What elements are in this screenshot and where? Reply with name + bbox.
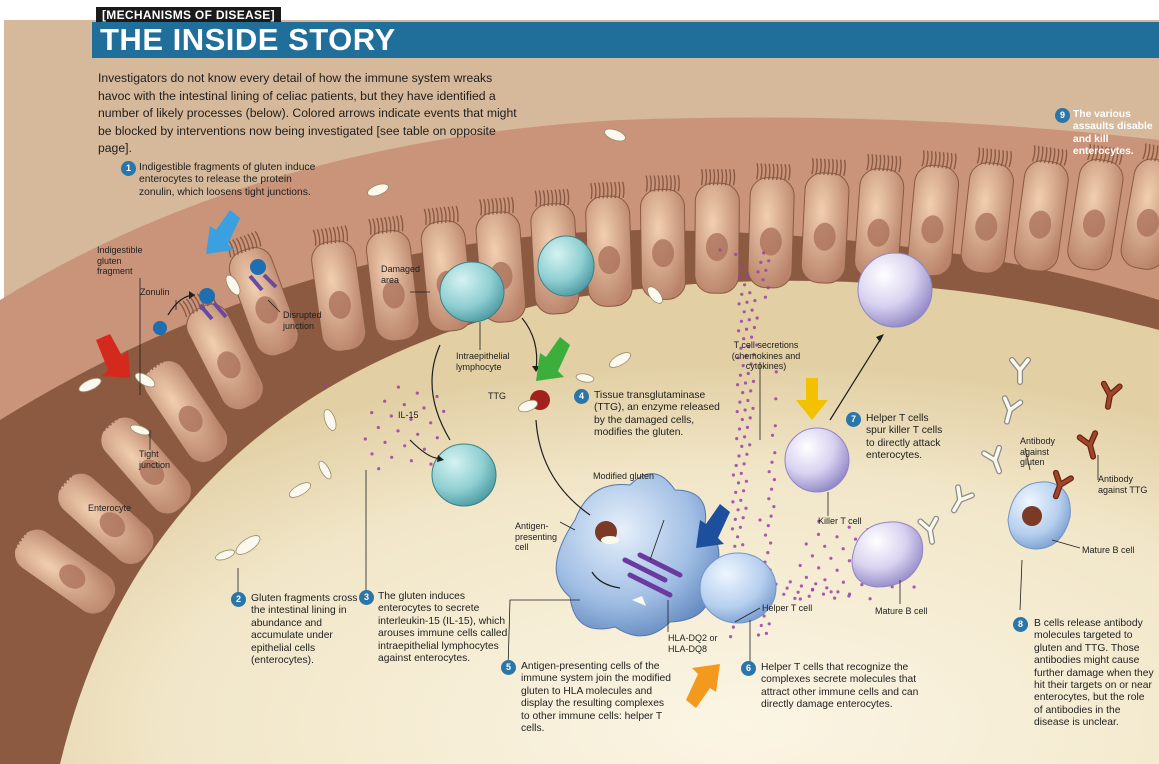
section-kicker: [MECHANISMS OF DISEASE] (96, 7, 281, 23)
label-helper-t-cell: Helper T cell (762, 603, 812, 614)
label-ttg: TTG (488, 391, 506, 402)
intro-paragraph: Investigators do not know every detail o… (98, 70, 528, 158)
step-6-text: Helper T cells that recognize the comple… (761, 662, 936, 712)
label-tight-junction: Tight junction (139, 449, 183, 470)
step-2-text: Gluten fragments cross the intestinal li… (251, 593, 361, 667)
step-3-badge: 3 (359, 590, 374, 605)
step-7-badge: 7 (846, 412, 861, 427)
step-3-text: The gluten induces enterocytes to secret… (378, 591, 508, 665)
step-8-badge: 8 (1013, 617, 1028, 632)
label-killer-t-cell: Killer T cell (818, 516, 862, 527)
label-enterocyte: Enterocyte (88, 503, 131, 514)
label-disrupted-junction: Disrupted junction (283, 310, 343, 331)
step-4-badge: 4 (574, 389, 589, 404)
label-hla: HLA-DQ2 or HLA-DQ8 (668, 633, 720, 654)
label-mature-b-cell-1: Mature B cell (875, 606, 928, 617)
step-5-text: Antigen-presenting cells of the immune s… (521, 661, 671, 735)
label-mature-b-cell-2: Mature B cell (1082, 545, 1135, 556)
step-1-text: Indigestible fragments of gluten induce … (139, 162, 317, 199)
step-4-text: Tissue transglutaminase (TTG), an enzyme… (594, 390, 729, 440)
step-1-badge: 1 (121, 161, 136, 176)
label-antibody-gluten: Antibody against gluten (1020, 436, 1066, 468)
page-title: THE INSIDE STORY (100, 22, 396, 58)
killer-t-cell (785, 428, 849, 492)
step-8-text: B cells release antibody molecules targe… (1034, 618, 1154, 730)
killer-t-cell-upper (858, 253, 932, 327)
step-9-badge: 9 (1055, 108, 1070, 123)
enterocyte (640, 175, 686, 300)
step-5-badge: 5 (501, 660, 516, 675)
label-antibody-ttg: Antibody against TTG (1098, 474, 1156, 495)
label-zonulin: Zonulin (140, 287, 170, 298)
enterocyte (695, 169, 740, 293)
label-antigen-presenting-cell: Antigen-presenting cell (515, 521, 563, 553)
step-6-badge: 6 (741, 661, 756, 676)
label-il15: IL-15 (398, 410, 419, 421)
label-modified-gluten: Modified gluten (593, 471, 673, 482)
label-damaged-area: Damaged area (381, 264, 431, 285)
step-2-badge: 2 (231, 592, 246, 607)
label-intraepithelial-lymphocyte: Intraepithelial lymphocyte (456, 351, 528, 372)
label-t-cell-secretions: T cell secretions (chemokines and cytoki… (726, 340, 806, 372)
step-9-text: The various assaults disable and kill en… (1073, 109, 1155, 159)
step-7-text: Helper T cells spur killer T cells to di… (866, 413, 944, 463)
label-gluten-fragment: Indigestible gluten fragment (97, 245, 143, 277)
